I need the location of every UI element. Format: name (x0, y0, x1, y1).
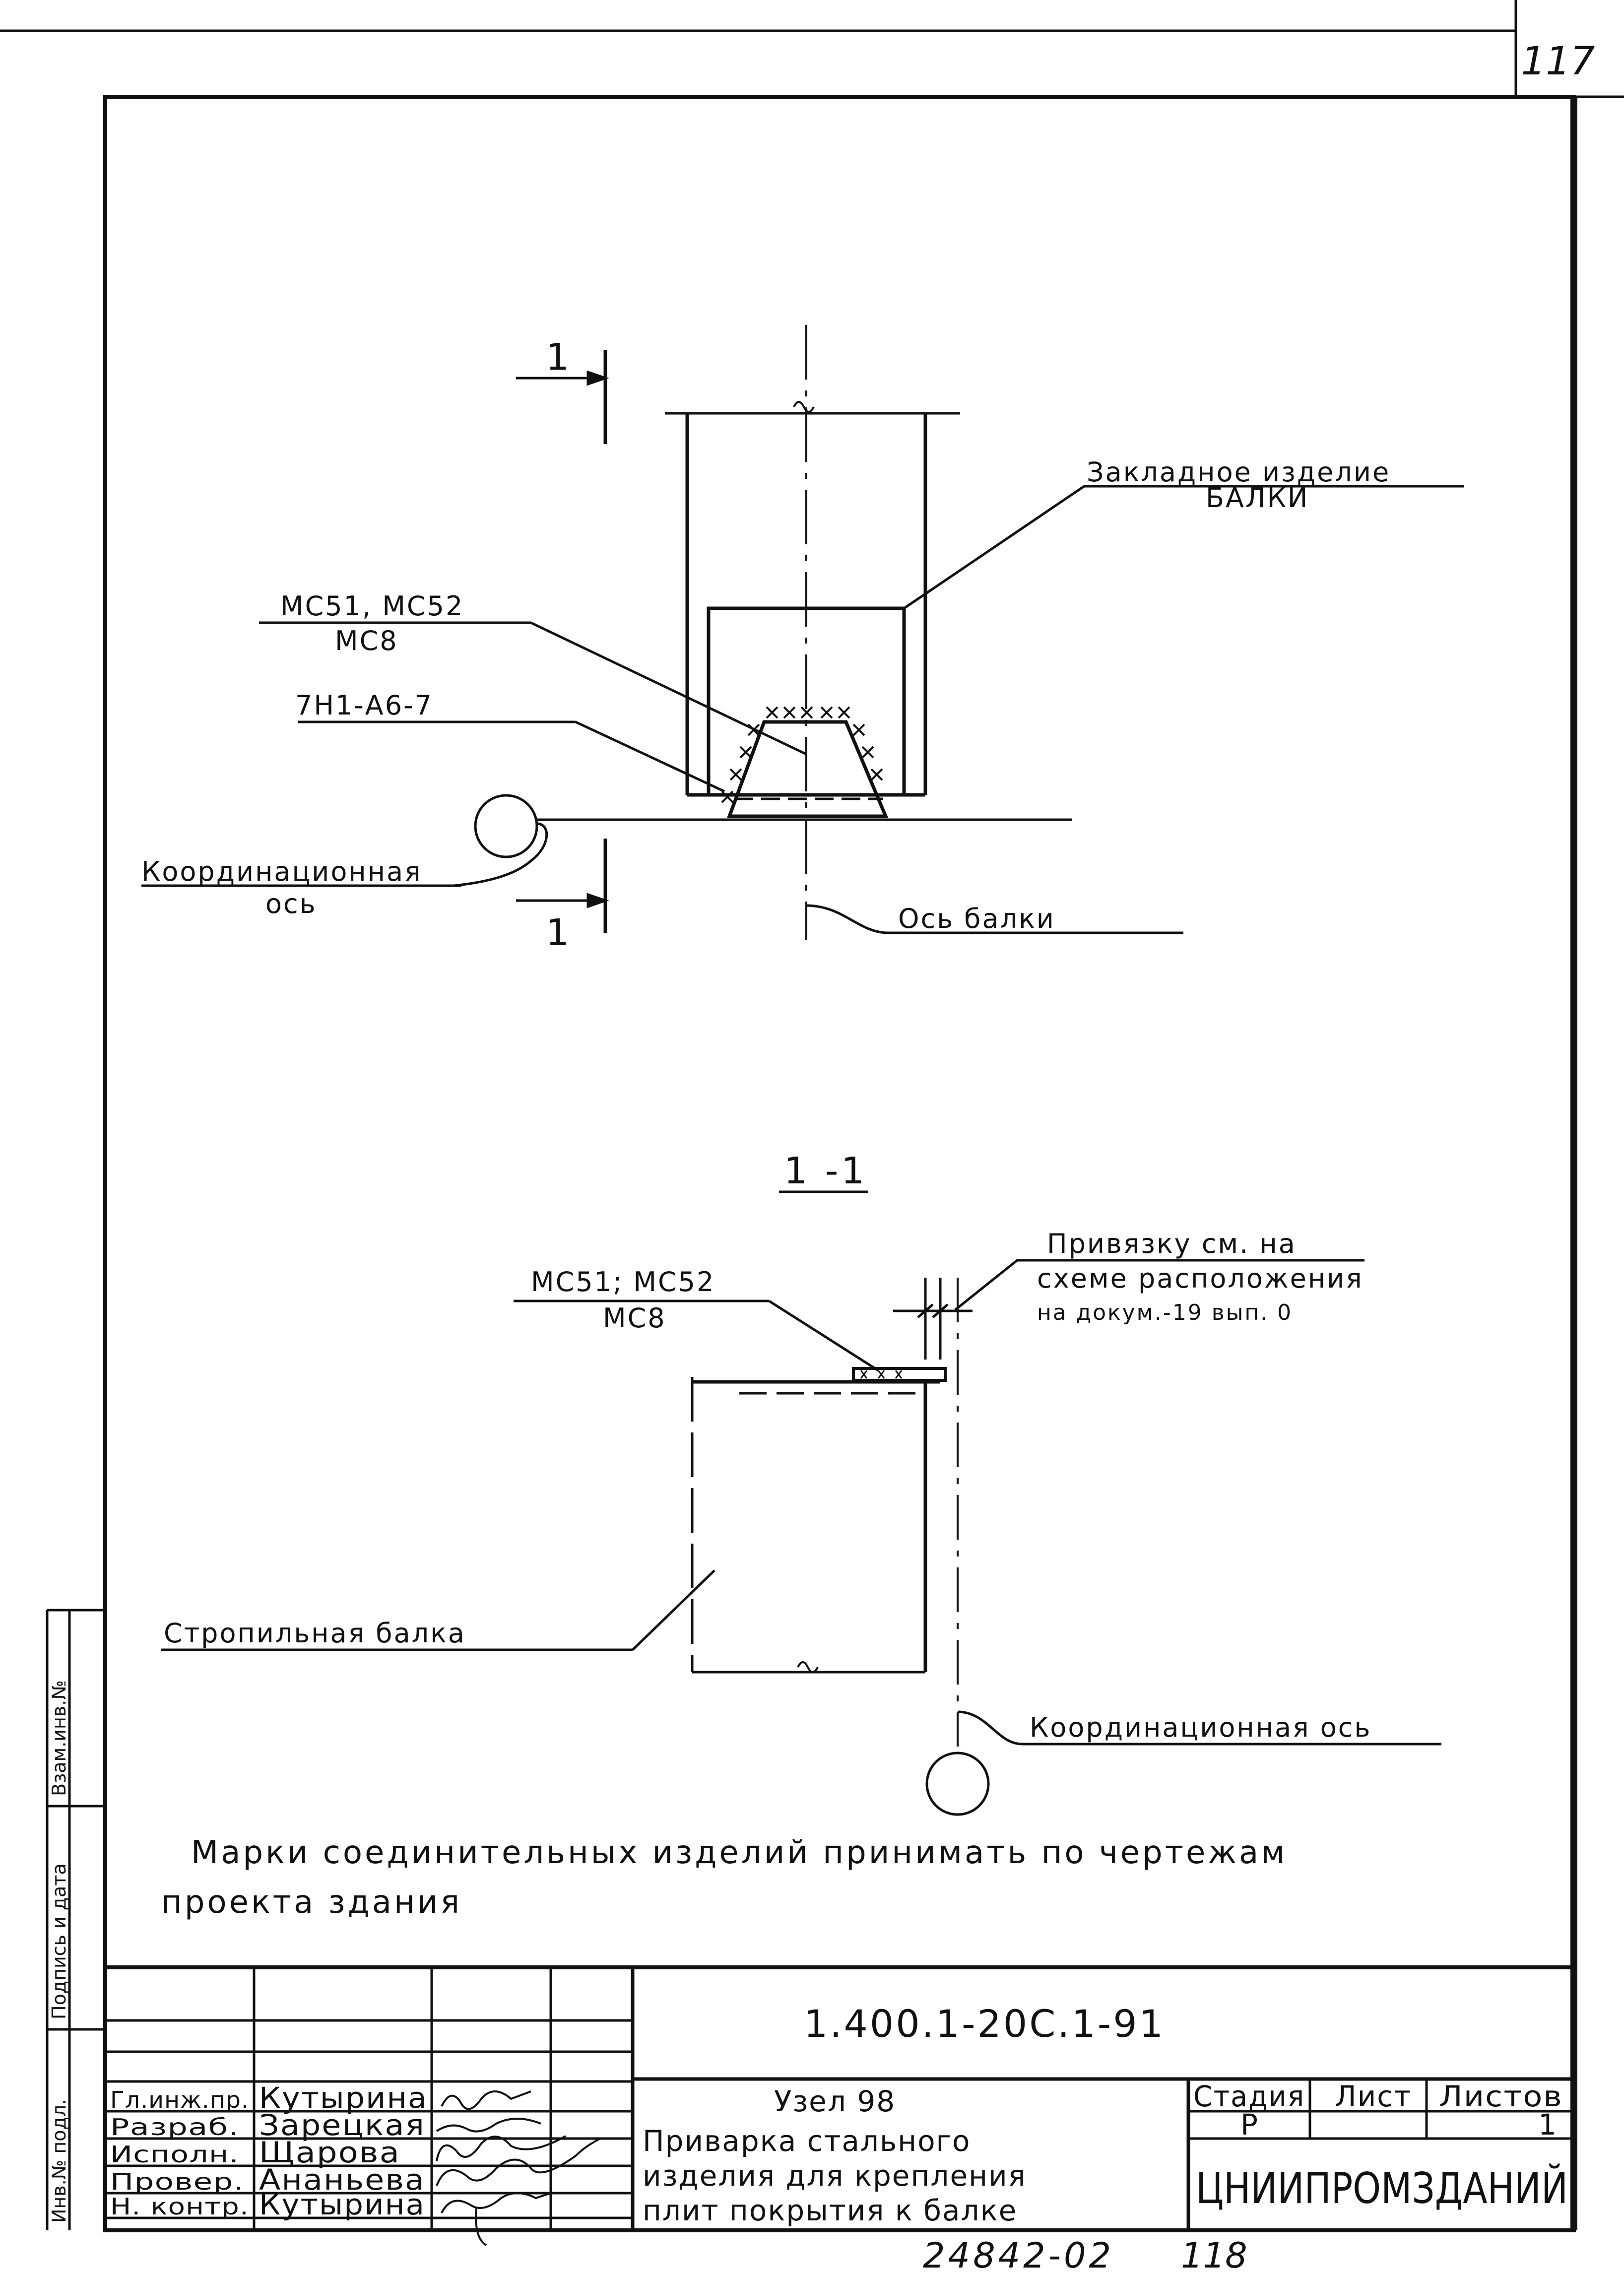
header-sheet: Лист (1335, 2079, 1412, 2113)
note-line-2: проекта здания (161, 1884, 462, 1921)
roles-table: Гл.инж.пр. Кутырина Разраб. Зарецкая Исп… (110, 2081, 428, 2221)
sheet-number: 117 (1521, 39, 1595, 84)
name-norm-control: Кутырина (259, 2188, 425, 2221)
header-stage: Стадия (1193, 2079, 1305, 2113)
sheets-value: 1 (1538, 2108, 1558, 2142)
label-coord-axis-plan: Координационная (141, 856, 422, 887)
label-mc-section: МС51; МС52 (531, 1266, 715, 1298)
label-binding-1: Привязку см. на (1047, 1228, 1297, 1259)
side-stamp-field-signature: Подпись и дата (48, 1863, 70, 2019)
label-embedded-item-beam: БАЛКИ (1206, 482, 1309, 514)
role-chief-engineer: Гл.инж.пр. (110, 2086, 249, 2113)
role-norm-control: Н. контр. (110, 2193, 249, 2220)
note-line-1: Марки соединительных изделий принимать п… (191, 1834, 1288, 1871)
label-mc8-plan: МС8 (335, 625, 398, 656)
signatures (436, 2090, 601, 2246)
label-binding-3: на докум.-19 вып. 0 (1037, 1300, 1293, 1325)
label-mc8-section: МС8 (603, 1302, 666, 1334)
description-line-1: Приварка стального (643, 2124, 971, 2158)
label-weld: 7Н1-А6-7 (295, 690, 433, 721)
section-coordination-axis-circle (925, 1752, 990, 1816)
stage-value: Р (1240, 2108, 1259, 2142)
label-binding-2: схеме расположения (1037, 1263, 1364, 1294)
role-checker: Провер. (110, 2168, 244, 2195)
document-code: 1.400.1-20С.1-91 (804, 2002, 1165, 2046)
coordination-axis-circle (474, 794, 538, 858)
plan-view (141, 325, 1464, 940)
label-embedded-item: Закладное изделие (1087, 456, 1390, 488)
label-coord-axis-section: Координационная ось (1030, 1712, 1371, 1743)
title-block (105, 1965, 1574, 2230)
steel-connector (726, 720, 889, 818)
description-line-3: плит покрытия к балке (643, 2194, 1017, 2227)
section-title: 1 -1 (784, 1150, 867, 1192)
side-stamp-field-replaced: Взам.инв.№ (48, 1680, 70, 1796)
label-mc-plan: МС51, МС52 (280, 590, 464, 622)
name-developer: Зарецкая (259, 2108, 425, 2142)
section-mark-top: 1 (546, 336, 572, 379)
side-stamp-field-inventory: Инв.№ подл. (48, 2099, 70, 2223)
description-line-2: изделия для крепления (643, 2159, 1027, 2193)
weld-marks (721, 706, 883, 803)
label-beam-axis: Ось балки (898, 903, 1055, 934)
name-executor: Щарова (259, 2136, 400, 2169)
side-stamp (46, 1609, 105, 2230)
role-executor: Исполн. (110, 2141, 239, 2168)
section-mark-bottom: 1 (546, 911, 572, 954)
section-view (161, 1259, 1441, 1816)
archive-page: 118 (1181, 2235, 1247, 2273)
label-coord-axis-plan-2: ось (265, 888, 317, 919)
steel-plate (852, 1367, 947, 1382)
archive-number: 24842-02 (923, 2235, 1114, 2273)
organization: ЦНИИПРОМЗДАНИЙ (1196, 2163, 1568, 2213)
name-chief-engineer: Кутырина (259, 2081, 428, 2115)
name-checker: Ананьева (259, 2163, 425, 2197)
label-rafter-beam: Стропильная балка (164, 1618, 466, 1649)
role-developer: Разраб. (110, 2114, 239, 2141)
header-sheets: Листов (1439, 2079, 1563, 2113)
node-title: Узел 98 (774, 2084, 896, 2118)
